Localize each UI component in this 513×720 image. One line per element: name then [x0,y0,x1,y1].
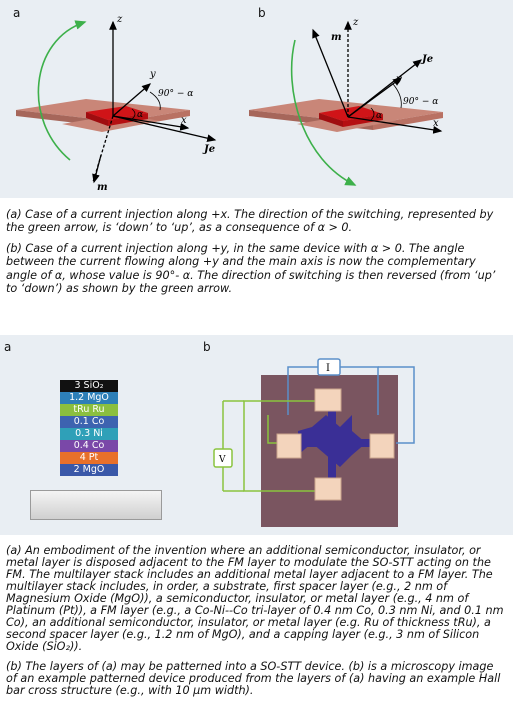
contact-pad [276,433,302,459]
caption1-a: (a) Case of a current injection along +x… [6,208,494,235]
voltage-symbol: V [218,455,226,465]
axis-y-b: y [395,74,402,85]
substrate [30,490,162,520]
current-label-b: Je [420,54,433,65]
stack-layer: 0.1 Co [60,416,118,428]
axis-x-a: x [181,115,187,126]
figure2-label-b: b [203,340,211,354]
angle-label-b: 90° − α [403,97,438,107]
contact-pad [314,388,342,412]
caption2-a: (a) An embodiment of the invention where… [6,544,504,653]
figure1-label-a: a [13,6,21,20]
alpha-label-b: α [376,111,382,121]
contact-pad [369,433,395,459]
axis-z-b: z [352,17,359,28]
angle-label-a: 90° − α [158,89,193,99]
figure1-diagram-a: z y x 90° − α α Je m [16,14,217,193]
moment-label-a: m [97,182,108,193]
current-source [317,358,341,376]
axis-x-b: x [433,118,439,129]
figure1-diagram-b: z y x 90° − α α Je m [249,17,443,186]
stack-layer: 3 SiO₂ [60,380,118,392]
stack-layer: 2 MgO [60,464,118,476]
axis-z-a: z [116,14,123,25]
figure2-label-a: a [4,340,12,354]
switching-arrow-b [290,39,357,186]
switching-arrow-a [37,20,87,161]
alpha-label-a: α [137,110,143,120]
moment-label-b: m [331,32,342,43]
stack-layer: 0.4 Co [60,440,118,452]
caption2-b: (b) The layers of (a) may be patterned i… [6,660,501,697]
layer-stack: 3 SiO₂ 1.2 MgO tRu Ru 0.1 Co 0.3 Ni 0.4 … [60,380,118,480]
figure1-panel [0,0,513,198]
fm-element-b [319,106,383,121]
caption1: (a) Case of a current injection along +x… [6,208,506,302]
contact-pad [314,477,342,501]
figure1-label-b: b [258,6,266,20]
current-label-a: Je [202,144,215,155]
caption2: (a) An embodiment of the invention where… [6,545,506,704]
caption1-b: (b) Case of a current injection along +y… [6,241,496,296]
current-symbol: I [326,363,330,374]
stack-layer: 4 Pt [60,452,118,464]
stack-layer: 0.3 Ni [60,428,118,440]
stack-layer: 1.2 MgO [60,392,118,404]
hall-bar-diagram: I V [213,358,415,501]
stack-layer: tRu Ru [60,404,118,416]
axis-y-a: y [149,69,156,80]
